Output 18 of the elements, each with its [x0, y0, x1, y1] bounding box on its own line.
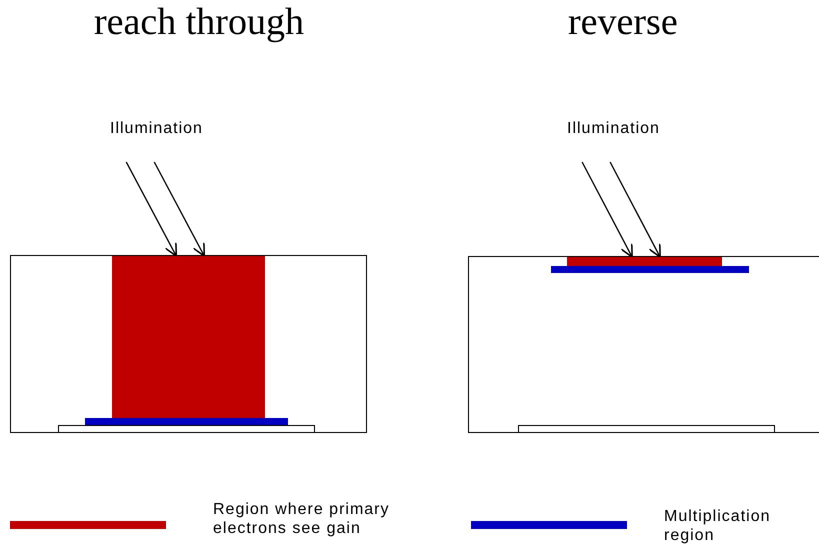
legend-text: Multiplication region	[664, 507, 772, 545]
panel-title: reverse	[568, 0, 678, 44]
gain-region	[112, 256, 265, 419]
caption-text: Illumination	[567, 120, 660, 138]
arrow	[582, 162, 633, 258]
contact-layer	[58, 425, 315, 433]
arrow	[154, 162, 206, 257]
multiplication-layer	[85, 418, 288, 425]
contact-layer	[518, 425, 775, 433]
arrow	[610, 162, 661, 258]
caption-text: Illumination	[110, 120, 203, 138]
gain-region	[567, 257, 722, 266]
device-cross-section	[468, 256, 819, 433]
panel-title: reach through	[94, 0, 304, 44]
device-cross-section	[10, 255, 367, 433]
legend-text: Region where primary electrons see gain	[213, 500, 391, 538]
multiplication-layer	[551, 266, 749, 273]
arrow	[126, 162, 178, 257]
